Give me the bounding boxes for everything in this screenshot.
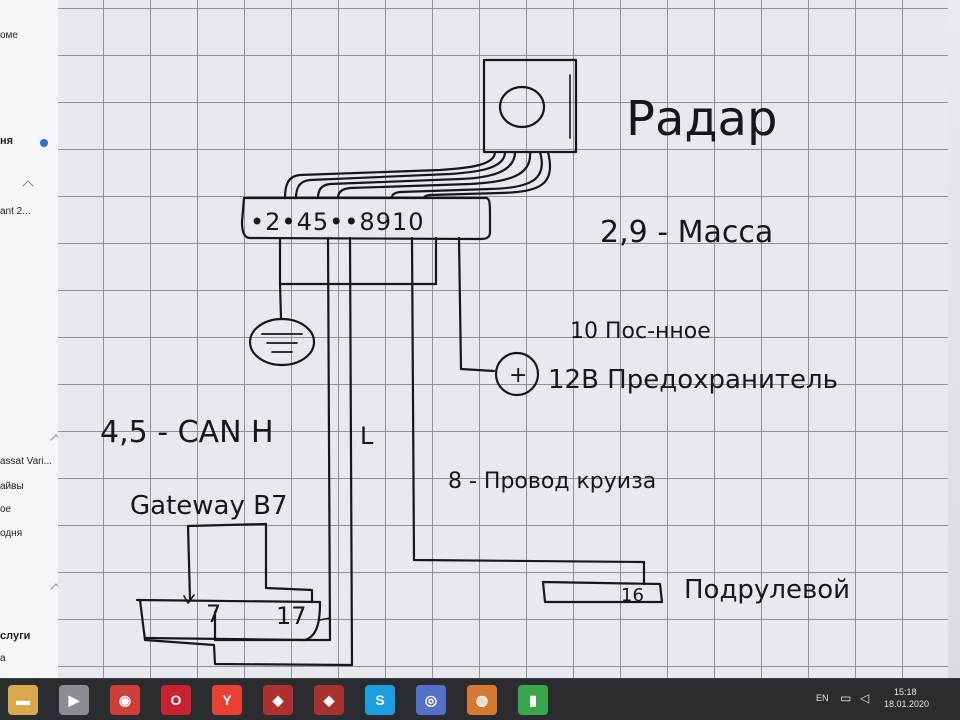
gateway-label: Gateway B7: [130, 491, 288, 521]
app-1-glyph: ◆: [272, 692, 284, 708]
radar-connector: [240, 196, 492, 241]
cruise-note: 8 - Провод круиза: [448, 469, 656, 494]
app-2-glyph: ◆: [323, 692, 335, 708]
radar-wire-bundle: [283, 150, 497, 200]
fuse-note: 12В Предохранитель: [548, 365, 838, 395]
gateway-pin-l: 17: [276, 602, 307, 630]
windows-taskbar: ▬ ▶ ◉ O Y ◆ ◆ S ◎ ◍ ▮ EN ▭ ◁ 15:18 18.01.2020: [0, 678, 960, 720]
browser-sidebar: оме ня ant 2... assat Vari... айвы ое од…: [0, 0, 62, 680]
stats-app-icon[interactable]: ▮: [518, 685, 548, 715]
grid-paper: [58, 0, 948, 678]
chrome-glyph: ◉: [118, 692, 132, 708]
radar-circle: [498, 85, 546, 129]
sidebar-item-9[interactable]: a: [0, 653, 6, 664]
can-low-label: L: [360, 422, 374, 450]
sidebar-item-5[interactable]: айвы: [0, 481, 24, 492]
file-explorer-icon[interactable]: ▬: [8, 685, 38, 715]
app-icon-2[interactable]: ◆: [314, 685, 344, 715]
can-note: 4,5 - CAN H: [100, 415, 274, 450]
language-indicator[interactable]: EN: [816, 693, 829, 703]
steering-pin: 16: [621, 585, 644, 606]
can-l-wire: [138, 236, 354, 667]
sidebar-item-8[interactable]: слуги: [0, 630, 31, 642]
sidebar-item-4[interactable]: assat Vari...: [0, 456, 53, 467]
gateway-pin-h: 7: [206, 600, 221, 628]
cruise-wire: [410, 236, 646, 586]
chrome-icon[interactable]: ◉: [110, 685, 140, 715]
app-3-glyph: ◎: [424, 692, 438, 708]
ground-note: 2,9 - Масса: [600, 215, 773, 250]
network-icon[interactable]: ▭: [840, 691, 852, 705]
radar-box: [482, 58, 578, 154]
yandex-browser-icon[interactable]: Y: [212, 685, 242, 715]
app-icon-1[interactable]: ◆: [263, 685, 293, 715]
file-explorer-glyph: ▬: [16, 692, 30, 708]
power-wire: [457, 236, 496, 373]
opera-glyph: O: [170, 692, 182, 708]
connector-pin-labels: •2•45••8910: [250, 208, 425, 236]
plus-label: +: [509, 363, 527, 388]
sidebar-item-2[interactable]: ня: [0, 135, 14, 147]
gateway-box: [135, 598, 322, 642]
steering-module: [541, 580, 664, 604]
media-player-glyph: ▶: [68, 692, 80, 708]
unread-dot-icon: [40, 139, 48, 147]
ground-wire: [278, 236, 438, 286]
sidebar-item-7[interactable]: одня: [0, 528, 23, 539]
sidebar-item-6[interactable]: ое: [0, 504, 12, 515]
skype-icon[interactable]: S: [365, 685, 395, 715]
yandex-browser-glyph: Y: [222, 692, 232, 708]
steering-label: Подрулевой: [684, 575, 850, 605]
sidebar-item-1[interactable]: оме: [0, 30, 18, 41]
clock-time[interactable]: 15:18: [894, 687, 917, 697]
ground-symbol: [248, 317, 316, 367]
app-icon-3[interactable]: ◎: [416, 685, 446, 715]
skype-glyph: S: [375, 692, 385, 708]
constant-note: 10 Пос-нное: [570, 319, 711, 344]
media-player-icon[interactable]: ▶: [59, 685, 89, 715]
volume-icon[interactable]: ◁: [860, 691, 870, 705]
stats-app-glyph: ▮: [529, 692, 537, 708]
opera-icon[interactable]: O: [161, 685, 191, 715]
sidebar-item-3[interactable]: ant 2...: [0, 206, 31, 217]
clock-date[interactable]: 18.01.2020: [884, 699, 930, 709]
radar-title: Радар: [626, 91, 777, 147]
app-icon-4[interactable]: ◍: [467, 685, 497, 715]
plus-circle: [494, 351, 540, 397]
app-4-glyph: ◍: [475, 692, 489, 708]
